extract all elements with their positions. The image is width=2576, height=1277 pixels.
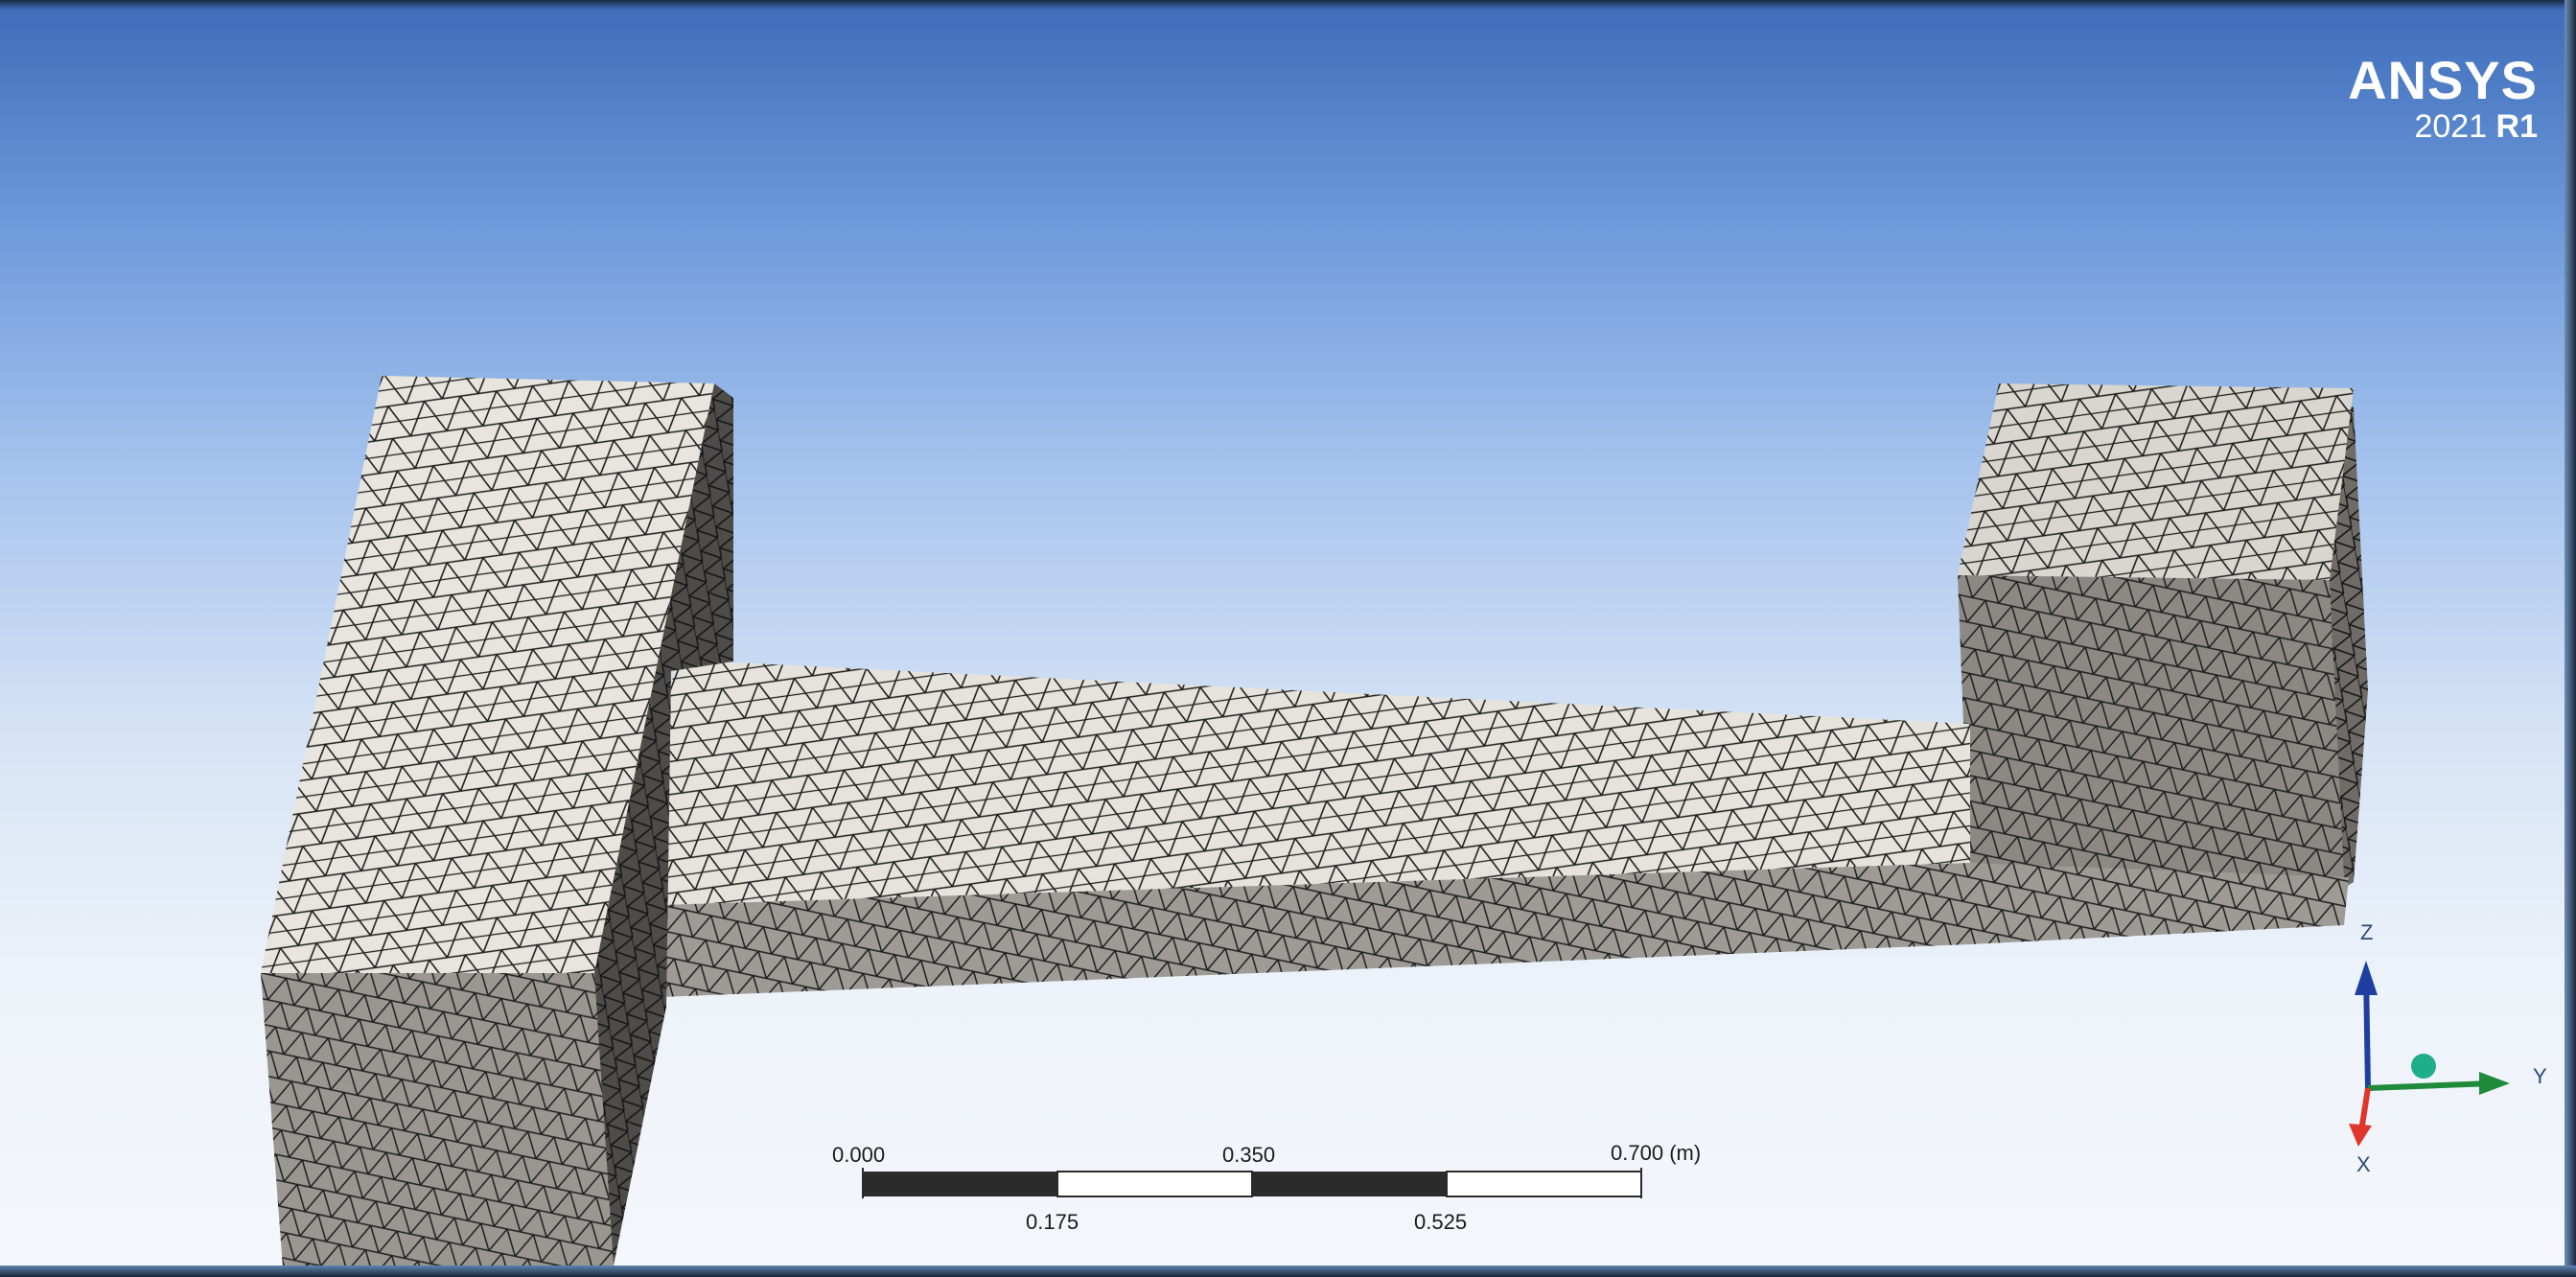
scale-label-175: 0.175: [1026, 1210, 1079, 1234]
scale-label-525: 0.525: [1414, 1210, 1468, 1234]
left-block-side-face-mesh: [594, 383, 733, 1265]
triad-center-sphere: [2411, 1054, 2436, 1079]
y-axis-label: Y: [2533, 1064, 2547, 1088]
scale-unit: (m): [1669, 1141, 1702, 1165]
beam[interactable]: [633, 660, 2349, 997]
screen-bezel-right: [2564, 0, 2576, 1277]
y-axis-line: [2367, 1080, 2494, 1091]
x-axis-arrow: [2349, 1124, 2372, 1147]
brand-name: ANSYS: [2348, 50, 2538, 110]
left-block[interactable]: [261, 376, 733, 1267]
scale-label-350: 0.350: [1222, 1143, 1276, 1167]
beam-front-face-mesh: [633, 863, 2349, 997]
left-block-front-face-mesh: [261, 973, 614, 1267]
axis-triad[interactable]: Z Y X: [2301, 911, 2569, 1198]
right-block[interactable]: [1958, 383, 2368, 896]
left-block-top-face-mesh: [261, 376, 714, 973]
screen-bezel-top: [0, 0, 2576, 10]
brand-version-year: 2021: [2414, 108, 2488, 145]
scale-label-700: 0.700 (m): [1611, 1141, 1701, 1166]
x-axis-label: X: [2356, 1152, 2371, 1176]
brand-version-release: R1: [2495, 108, 2538, 145]
x-axis-line: [2358, 1087, 2371, 1132]
z-axis-arrow: [2355, 961, 2378, 995]
scale-label-700-value: 0.700: [1611, 1141, 1664, 1165]
right-block-front-face-mesh: [1958, 575, 2344, 896]
z-axis-label: Z: [2360, 920, 2374, 944]
scale-label-0: 0.000: [832, 1143, 886, 1167]
ansys-logo: ANSYS 2021 R1: [2348, 50, 2538, 146]
axis-triad-graphic: [2349, 961, 2510, 1147]
right-block-top-face-mesh: [1958, 383, 2354, 580]
brand-version: 2021 R1: [2348, 108, 2538, 145]
y-axis-arrow: [2479, 1072, 2510, 1095]
beam-top-face-mesh: [633, 660, 1970, 906]
screen-bezel-bottom: [0, 1265, 2576, 1277]
